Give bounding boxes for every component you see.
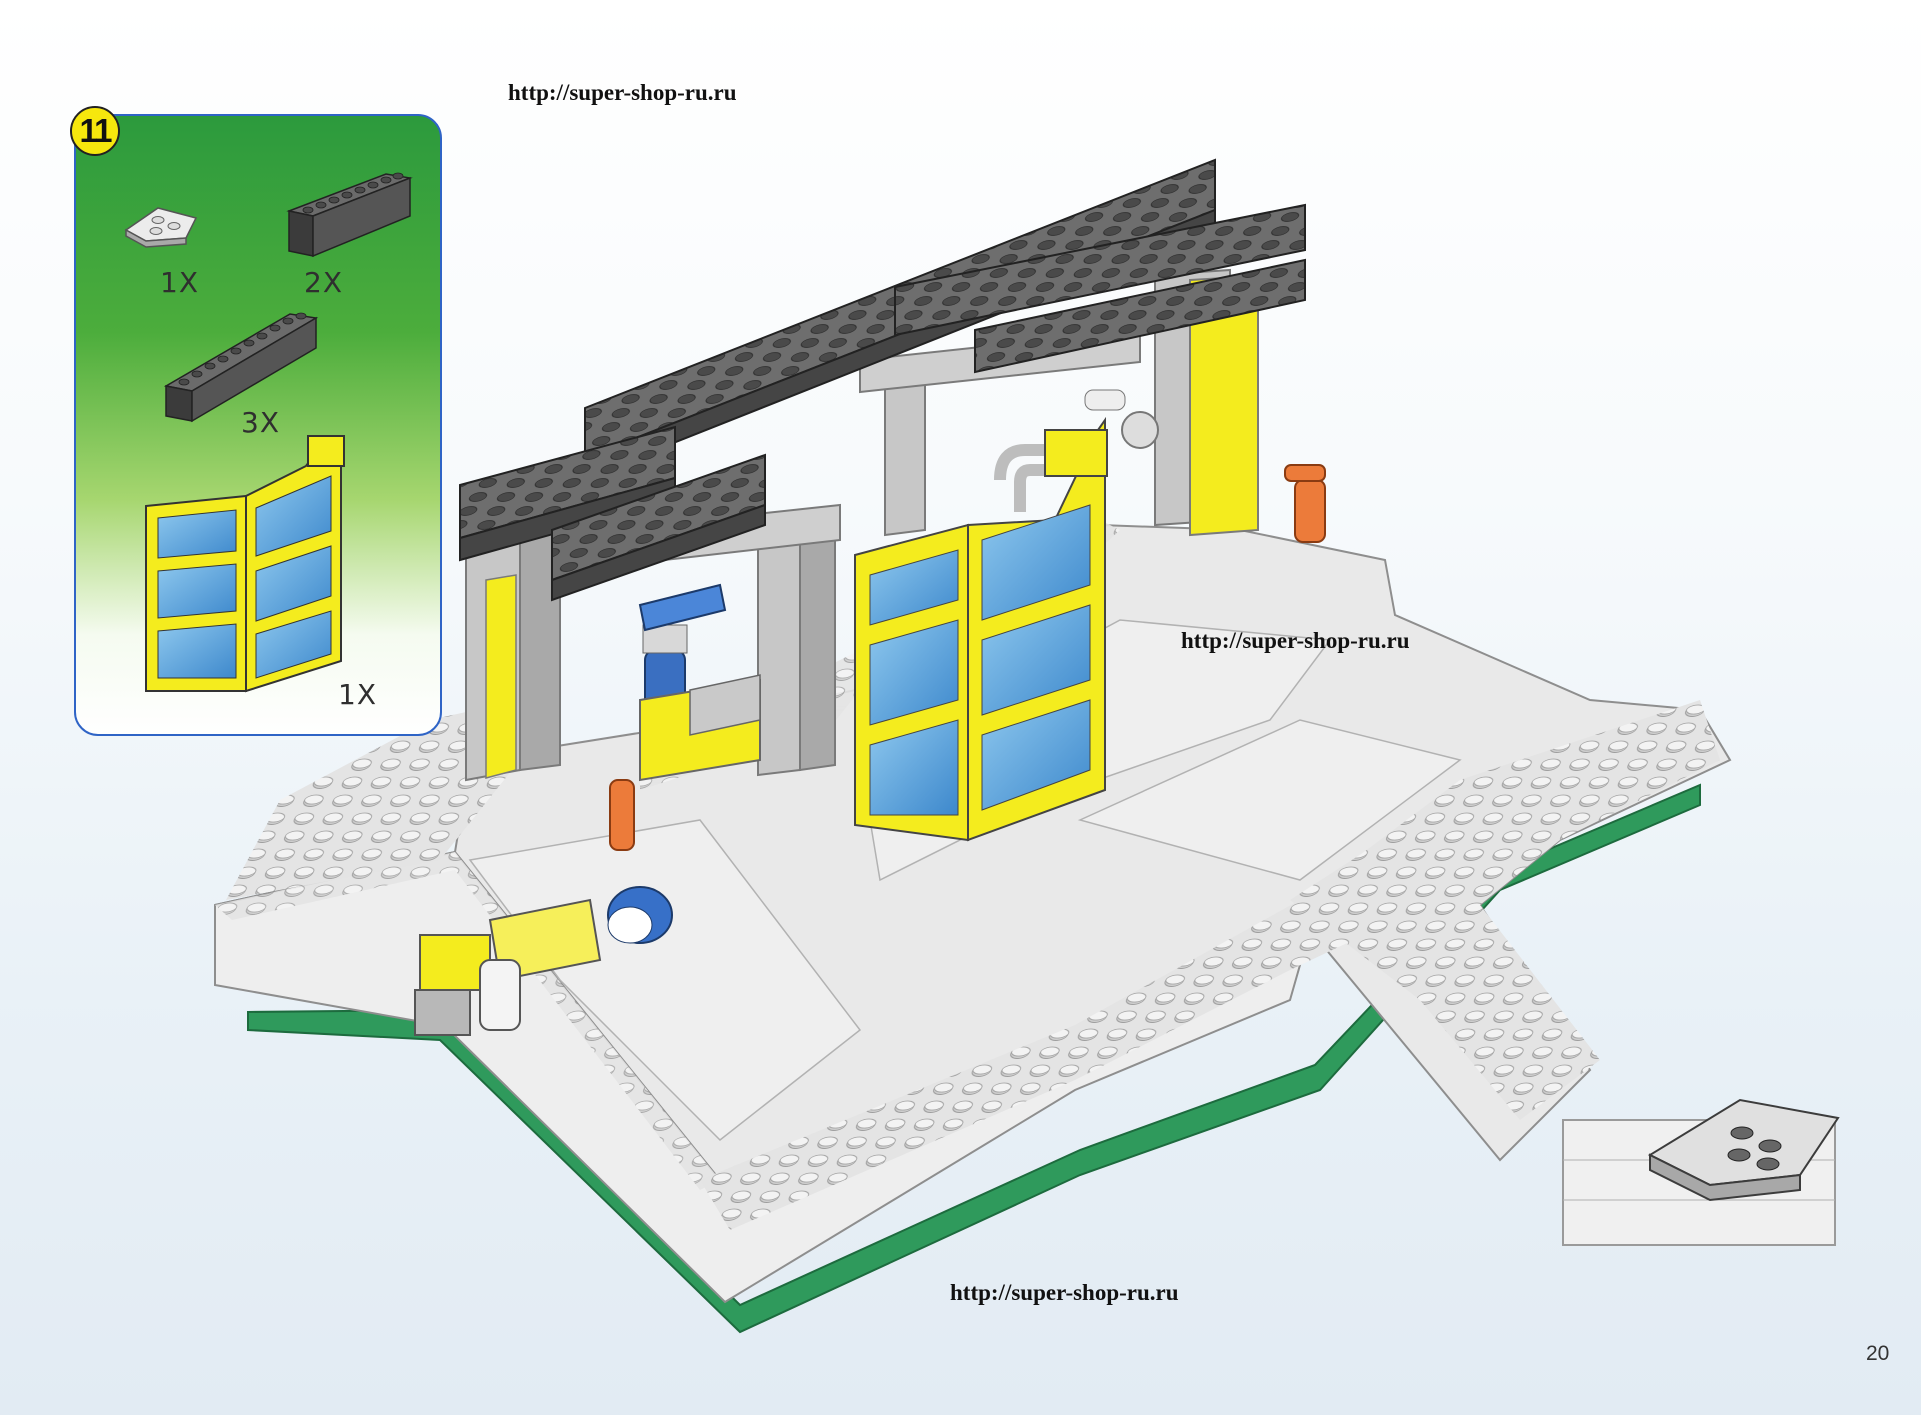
watermark-url-top[interactable]: http://super-shop-ru.ru (508, 80, 737, 105)
corner-window-quantity: 1X (338, 678, 377, 711)
dark-gray-top-bricks (459, 158, 1306, 602)
page-number: 20 (1866, 1342, 1890, 1365)
brick-1x10-quantity: 3X (241, 406, 280, 439)
parts-illustration (124, 172, 413, 693)
yellow-corner-window (854, 416, 1108, 842)
watermark-url-middle[interactable]: http://super-shop-ru.ru (1181, 628, 1410, 653)
wedge-plate-icon (124, 207, 198, 248)
dark-gray-brick-1x8-icon (286, 172, 413, 258)
step-number-badge: 11 (70, 106, 120, 156)
step-parts-panel: 1X 2X 3X 1X (74, 114, 442, 736)
minifigure-accessories (414, 886, 673, 1036)
wedge-plate (1647, 1098, 1840, 1202)
green-baseplate-edge (247, 783, 1701, 1334)
brick-1x8-quantity: 2X (304, 266, 343, 299)
dark-gray-brick-1x10-icon (163, 312, 319, 423)
orange-hydrant (609, 464, 1326, 851)
watermark-url-bottom[interactable]: http://super-shop-ru.ru (950, 1280, 1179, 1305)
yellow-corner-window-icon (145, 435, 345, 693)
building-frame (465, 268, 1259, 782)
wedge-plate-quantity: 1X (160, 266, 199, 299)
